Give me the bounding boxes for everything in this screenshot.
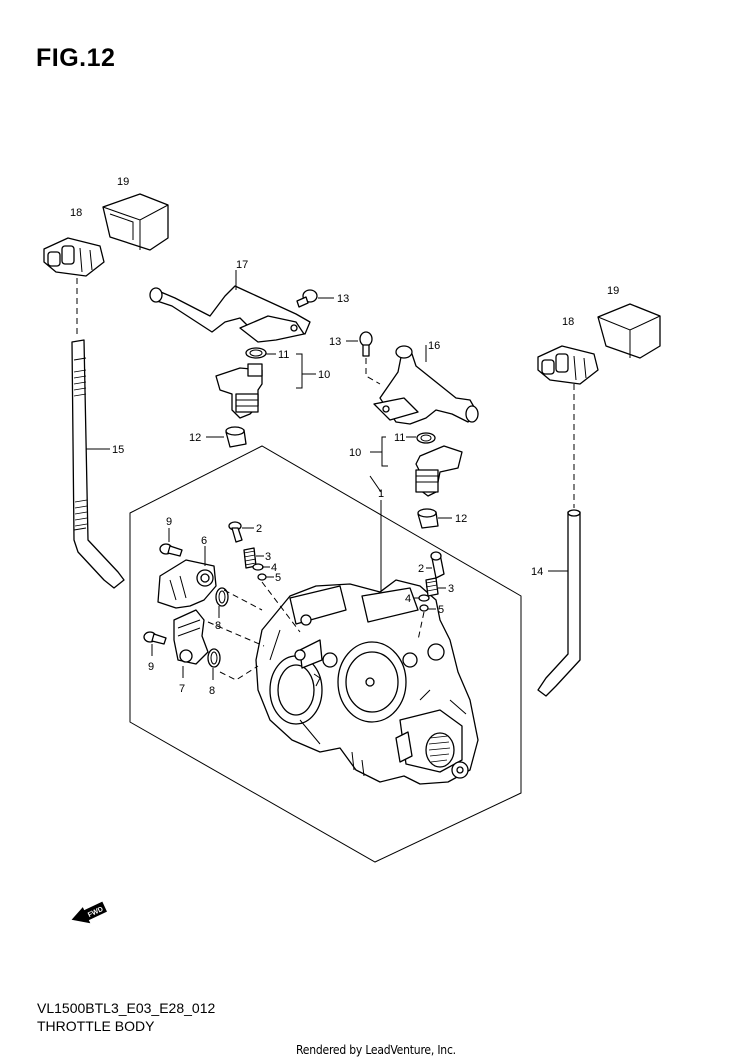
callout-12-left: 12 [189,432,201,444]
screw-2-left[interactable] [228,521,243,543]
callout-2-right: 2 [418,563,424,575]
throttle-position-sensor-6[interactable] [157,559,217,609]
seal-12-left[interactable] [225,426,247,448]
callout-19-right: 19 [607,285,619,297]
o-ring-5-left[interactable] [257,573,267,581]
callout-14: 14 [531,566,543,578]
callout-5-left: 5 [275,572,281,584]
throttle-body-1[interactable] [255,579,479,785]
callout-3-left: 3 [265,551,271,563]
callout-11-right: 11 [394,432,405,444]
hose-14[interactable] [537,509,581,697]
callout-8-lower: 8 [209,685,215,697]
leader-13-to-16 [365,358,381,385]
fuel-injector-10-left[interactable] [215,363,263,419]
diagram-code: VL1500BTL3_E03_E28_012 [37,1000,216,1016]
callout-1: 1 [378,488,384,500]
connector-18-right[interactable] [537,345,599,385]
fuel-injector-10-right[interactable] [415,445,463,497]
leader-7-to-body [219,665,259,681]
seal-12-right[interactable] [417,508,439,529]
o-ring-8-lower[interactable] [207,648,221,668]
leader-10-right [370,436,388,467]
leader-2-5-right-to-body [417,611,425,641]
screw-9-lower[interactable] [143,631,167,645]
callout-17: 17 [236,259,248,271]
bolt-13-top[interactable] [296,289,318,308]
washer-4-right[interactable] [418,594,430,602]
connector-19-right[interactable] [597,303,661,359]
callout-19-left: 19 [117,176,129,188]
callout-7: 7 [179,683,185,695]
leader-6-to-body [223,589,263,611]
leader-10-left [296,353,316,389]
callout-18-left: 18 [70,207,82,219]
callout-4-left: 4 [271,562,277,574]
callout-16: 16 [428,340,440,352]
callout-5-right: 5 [438,604,444,616]
diagram-name: THROTTLE BODY [37,1018,155,1034]
assembly-outline [129,445,522,863]
leader-1-tick [369,475,382,493]
fuel-pipe-16[interactable] [373,345,479,425]
callout-3-right: 3 [448,583,454,595]
o-ring-11-left[interactable] [245,347,267,359]
leader-2-5-left-to-body [261,581,301,633]
washer-4-left[interactable] [252,563,264,571]
spring-3-right[interactable] [425,577,439,597]
sensor-7[interactable] [173,609,209,665]
callout-2-left: 2 [256,523,262,535]
o-ring-11-right[interactable] [416,432,436,444]
leader-7-to-body-b [207,621,265,647]
rendered-by-credit: Rendered by LeadVenture, Inc. [296,1043,456,1057]
fuel-pipe-17[interactable] [149,270,311,343]
figure-title: FIG.12 [36,44,116,72]
hose-15[interactable] [71,339,125,589]
connector-19-left[interactable] [102,193,169,251]
callout-12-right: 12 [455,513,467,525]
callout-13-top: 13 [337,293,349,305]
connector-18-left[interactable] [43,237,105,277]
bolt-13-mid[interactable] [359,331,373,357]
screw-9-upper[interactable] [159,543,183,557]
forward-arrow-icon: FWD [71,901,107,924]
callout-9-lower: 9 [148,661,154,673]
o-ring-8-upper[interactable] [215,587,229,607]
callout-4-right: 4 [405,593,411,605]
screw-2-right[interactable] [430,551,445,579]
callout-15: 15 [112,444,124,456]
callout-10-left: 10 [318,369,330,381]
callout-18-right: 18 [562,316,574,328]
callout-6: 6 [201,535,207,547]
callout-11-left: 11 [278,349,289,361]
callout-10-right: 10 [349,447,361,459]
callout-8-upper: 8 [215,620,221,632]
callout-9-upper: 9 [166,516,172,528]
o-ring-5-right[interactable] [419,604,429,612]
callout-13-mid: 13 [329,336,341,348]
